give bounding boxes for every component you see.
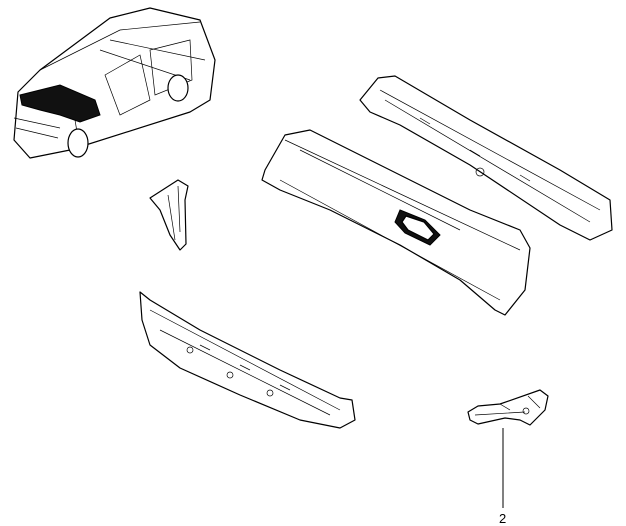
lower-cowl-panel xyxy=(139,291,356,429)
vehicle-illustration xyxy=(13,7,216,159)
callout-number: 2 xyxy=(499,511,507,526)
left-bracket xyxy=(149,179,189,251)
upper-cowl-panel xyxy=(359,75,613,241)
plenum-panel xyxy=(261,129,531,316)
cowl-side-bracket xyxy=(467,389,549,426)
